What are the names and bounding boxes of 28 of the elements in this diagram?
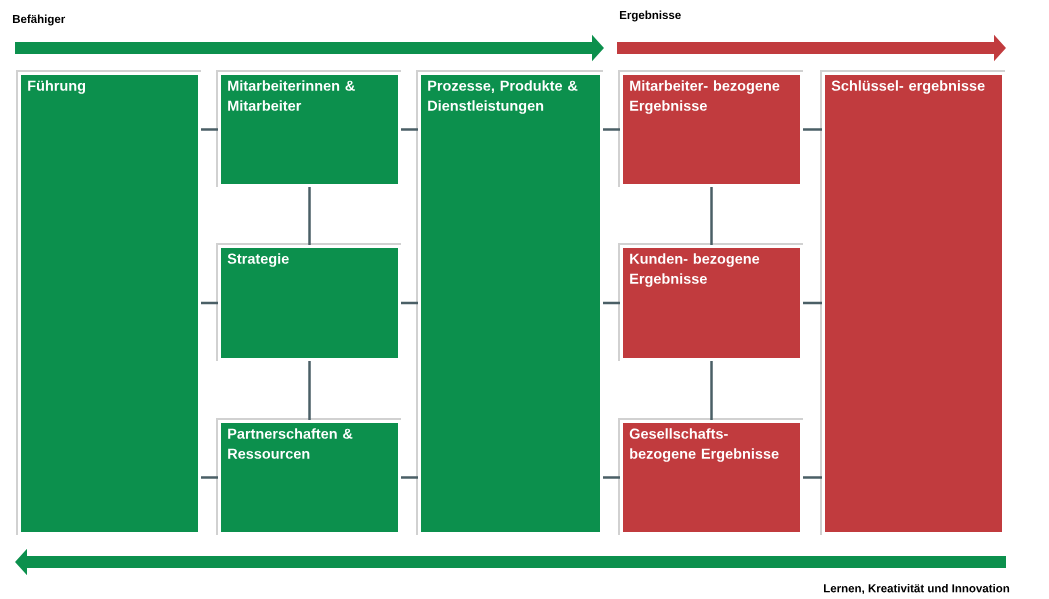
connector-line (603, 301, 620, 305)
category-box: Gesellschafts- bezogene Ergebnisse (618, 418, 803, 535)
connector-line (308, 361, 311, 420)
connector-line (401, 476, 418, 479)
category-box: Mitarbeiterinnen & Mitarbeiter (216, 70, 401, 187)
category-box: Mitarbeiter- bezogene Ergebnisse (618, 70, 803, 187)
connector-line (803, 301, 822, 305)
category-box: Kunden- bezogene Ergebnisse (618, 243, 803, 361)
connector-line (401, 128, 418, 131)
column-box: Führung (16, 70, 201, 535)
column-box: Schlüssel- ergebnisse (820, 70, 1005, 535)
category-box: Strategie (216, 243, 401, 361)
connector-line (308, 187, 311, 245)
connector-line (401, 301, 418, 305)
connector-line (803, 476, 822, 479)
connector-line (710, 361, 713, 420)
connector-line (201, 301, 218, 305)
connector-line (603, 476, 620, 479)
section-label: Lernen, Kreativität und Innovation (824, 583, 1010, 595)
connector-line (803, 128, 822, 131)
section-label: Ergebnisse (620, 10, 681, 22)
connector-line (201, 128, 218, 131)
connector-line (710, 187, 713, 245)
section-label: Befähiger (13, 14, 66, 26)
column-box: Prozesse, Produkte & Dienstleistungen (416, 70, 603, 535)
category-box: Partnerschaften & Ressourcen (216, 418, 401, 535)
connector-line (603, 128, 620, 131)
connector-line (201, 476, 218, 479)
